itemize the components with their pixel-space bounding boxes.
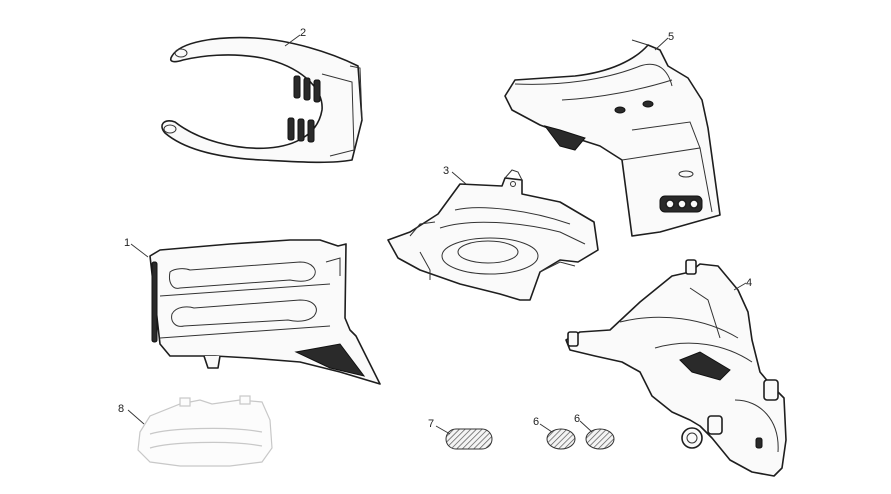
leader-7 [435, 425, 451, 435]
leader-1 [130, 243, 149, 258]
part-2-handlebar-cover[interactable] [161, 36, 363, 164]
callout-5: 5 [668, 31, 674, 43]
leader-3 [451, 171, 467, 185]
leader-4 [733, 282, 747, 291]
leader-lines [127, 34, 747, 435]
callout-labels: 1 2 3 4 5 6 6 7 8 [118, 27, 752, 430]
callout-4: 4 [746, 277, 752, 289]
leader-2 [284, 34, 301, 47]
leader-5 [654, 37, 669, 51]
part-6-round-pad-b[interactable] [585, 428, 615, 450]
part-1-side-panel[interactable] [149, 239, 381, 385]
callout-1: 1 [124, 237, 130, 249]
vent-slots-lower [287, 117, 315, 143]
part-3-center-tray[interactable] [387, 169, 599, 301]
part-6-round-pad-a[interactable] [546, 428, 576, 450]
part-5-rear-cowl[interactable] [504, 39, 721, 237]
vent-slots-upper [293, 75, 321, 103]
callout-6a: 6 [533, 416, 539, 428]
part-7-grommet[interactable] [445, 428, 493, 450]
leader-6b [579, 420, 593, 433]
callout-2: 2 [300, 27, 306, 39]
callout-3: 3 [443, 165, 449, 177]
leader-8 [127, 409, 145, 425]
leader-6a [539, 423, 553, 433]
part-4-rear-mudguard[interactable] [565, 259, 787, 477]
part-8-inner-liner[interactable] [137, 395, 273, 467]
callout-7: 7 [428, 418, 434, 430]
callout-6b: 6 [574, 413, 580, 425]
callout-8: 8 [118, 403, 124, 415]
